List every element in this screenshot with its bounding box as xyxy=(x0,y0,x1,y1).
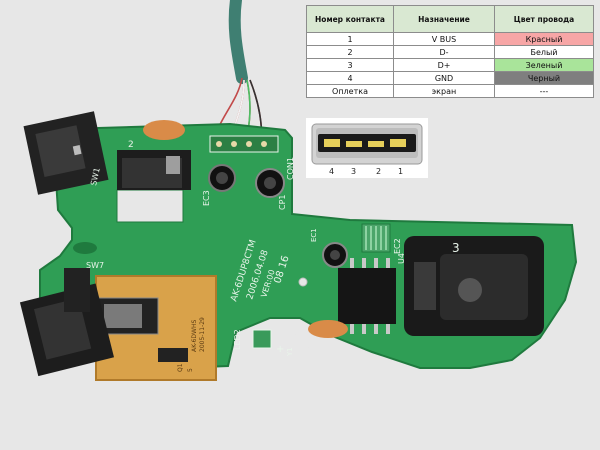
usb-connector-diagram: 4 3 2 1 xyxy=(306,118,428,178)
header-pin-number: Номер контакта xyxy=(306,5,394,33)
led2-pad xyxy=(252,329,272,349)
label-cp1: CP1 xyxy=(278,195,287,211)
label-y1: Y1 xyxy=(286,347,294,357)
header-wire-color: Цвет провода xyxy=(494,5,594,33)
cell-pin-number: Оплетка xyxy=(306,84,394,98)
label-sw1: SW1 xyxy=(89,167,102,187)
label-plus: + xyxy=(276,344,284,355)
cell-wire-color: Красный xyxy=(494,32,594,46)
label-num3: 3 xyxy=(452,241,460,255)
pinout-table: Номер контакта Назначение Цвет провода 1… xyxy=(306,5,594,98)
label-ec1: EC1 xyxy=(310,228,318,242)
chip-u4 xyxy=(338,268,396,324)
connector-con1 xyxy=(209,135,279,153)
label-u4: U4 xyxy=(397,253,406,264)
mount-hole-left xyxy=(73,242,97,254)
cell-purpose: экран xyxy=(393,84,495,98)
label-num5: 5 xyxy=(187,368,194,372)
label-num2: 2 xyxy=(128,140,134,150)
lens xyxy=(458,278,482,302)
switch-small xyxy=(64,268,90,312)
pinout-table-header: Номер контакта Назначение Цвет провода xyxy=(306,5,594,33)
label-sw7: SW7 xyxy=(86,261,104,270)
label-led2: LED2 xyxy=(233,329,242,350)
cell-pin-number: 4 xyxy=(306,71,394,85)
usb-pin-1 xyxy=(390,139,406,147)
label-q1: Q1 xyxy=(177,363,184,372)
usb-pin-label-1: 1 xyxy=(398,167,403,176)
cell-wire-color: Зеленый xyxy=(494,58,594,72)
cell-pin-number: 1 xyxy=(306,32,394,46)
cell-wire-color: --- xyxy=(494,84,594,98)
label-con1: CON1 xyxy=(286,157,295,180)
usb-pin-label-3: 3 xyxy=(351,167,356,176)
usb-pin-label-2: 2 xyxy=(376,167,381,176)
ceramic-capacitor-top xyxy=(143,120,185,140)
cell-pin-number: 3 xyxy=(306,58,394,72)
usb-pin-label-4: 4 xyxy=(329,167,334,176)
usb-connector-drawing: 4 3 2 1 xyxy=(311,123,423,176)
header-purpose: Назначение xyxy=(393,5,495,33)
label-ec3: EC3 xyxy=(202,190,211,206)
pcb-cutout xyxy=(116,189,184,223)
cell-pin-number: 2 xyxy=(306,45,394,59)
usb-pin-2 xyxy=(368,141,384,147)
usb-pin-3 xyxy=(346,141,362,147)
cell-purpose: D- xyxy=(393,45,495,59)
cell-purpose: D+ xyxy=(393,58,495,72)
ceramic-capacitor-bottom xyxy=(308,320,348,338)
cell-wire-color: Черный xyxy=(494,71,594,85)
cell-purpose: GND xyxy=(393,71,495,85)
label-sub-model: AK-6DWHS xyxy=(191,320,198,352)
usb-cable xyxy=(228,0,248,84)
label-ec2: EC2 xyxy=(393,238,402,254)
mount-hole xyxy=(298,277,308,287)
usb-pin-4 xyxy=(324,139,340,147)
cell-purpose: V BUS xyxy=(393,32,495,46)
cell-wire-color: Белый xyxy=(494,45,594,59)
label-sub-date: 2005-11-29 xyxy=(199,317,206,352)
